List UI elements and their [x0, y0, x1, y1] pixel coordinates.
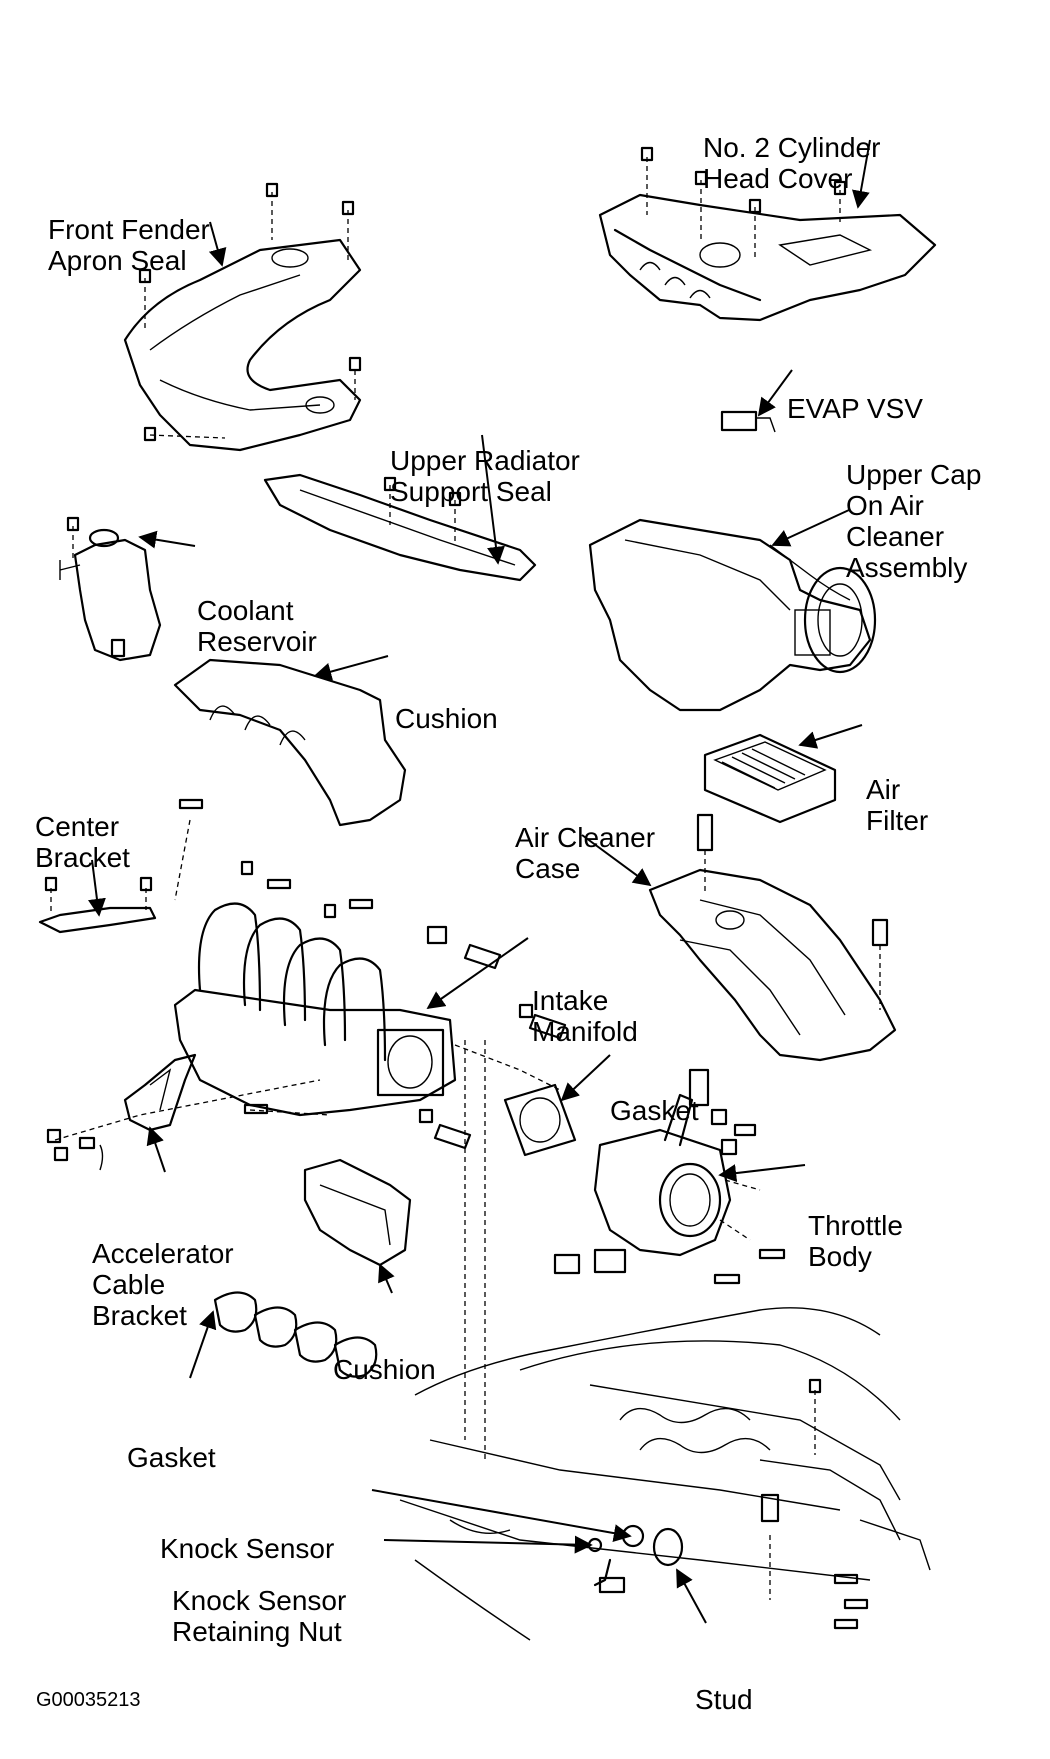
throttle-body-part: [553, 1068, 786, 1285]
label-cushion-bottom: Cushion: [333, 1354, 436, 1385]
figure-id: G00035213: [36, 1689, 141, 1711]
label-cushion-top: Cushion: [395, 703, 498, 734]
cylinder-head-cover-part: [598, 146, 937, 322]
accelerator-bracket-part: [46, 1053, 321, 1171]
air-cleaner-upper-cap-part: [588, 518, 877, 712]
fender-apron-seal-part: [123, 182, 362, 452]
label-gasket-manifold: Gasket: [127, 1442, 216, 1473]
engine-block-part: [399, 1307, 931, 1641]
intake-manifold-part: [173, 798, 567, 1460]
knock-sensor-part: [587, 1524, 684, 1594]
manifold-gasket-part: [213, 1291, 378, 1378]
leader-lines: [88, 139, 871, 1624]
evap-vsv-part: [720, 410, 776, 433]
air-cleaner-case-part: [648, 813, 897, 1062]
throttle-gasket-part: [503, 1083, 577, 1157]
center-bracket-part: [38, 876, 157, 934]
cushion-bottom-part: [303, 1158, 412, 1267]
coolant-reservoir-part: [59, 516, 162, 662]
label-stud: Stud: [695, 1684, 753, 1715]
air-filter-part: [703, 733, 837, 824]
label-evap-vsv: EVAP VSV: [787, 393, 923, 424]
label-gasket-throttle: Gasket: [610, 1095, 699, 1126]
label-knock-sensor: Knock Sensor: [160, 1533, 335, 1564]
